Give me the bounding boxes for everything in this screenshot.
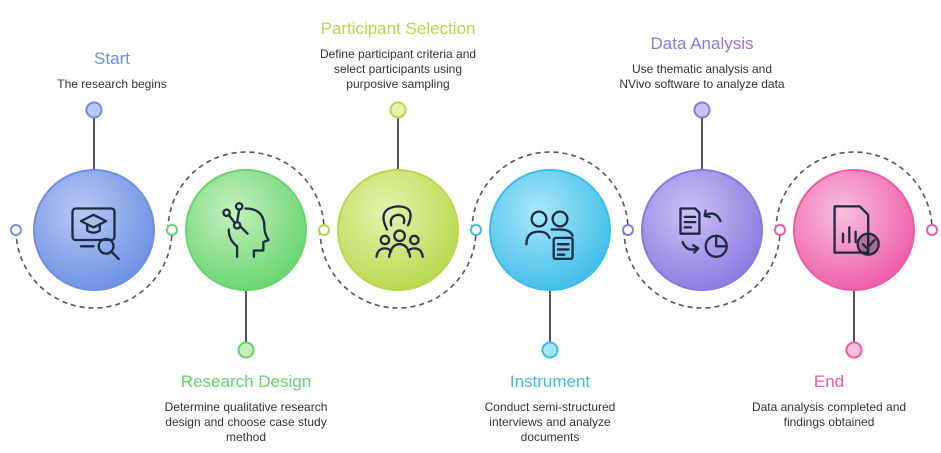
graduation-cap-search-icon (71, 207, 120, 261)
step-title-data-analysis: Data Analysis (650, 34, 754, 53)
description-line: Use thematic analysis and (631, 62, 773, 76)
connector-dot (774, 224, 786, 236)
step-circle-data-analysis (641, 169, 763, 291)
step-description-start: The research begins (2, 77, 222, 92)
description-line: Conduct semi-structured (484, 400, 616, 414)
step-title-end: End (813, 372, 845, 391)
connector-arc-end (775, 151, 933, 231)
document-pie-cycle-icon (679, 207, 728, 258)
connector-dot (470, 224, 482, 236)
step-circle-instrument (489, 169, 611, 291)
stem-dot-instrument (541, 341, 559, 359)
description-line: method (225, 430, 267, 444)
description-line: documents (520, 430, 580, 444)
description-line: purposive sampling (346, 77, 450, 91)
step-circle-end (793, 169, 915, 291)
step-circle-research-design (185, 169, 307, 291)
description-line: design and choose case study (165, 415, 327, 429)
description-line: The research begins (57, 77, 167, 91)
stem-dot-participant-selection (389, 101, 407, 119)
description-line: findings obtained (783, 415, 875, 429)
head-network-icon (222, 202, 270, 258)
stem-dot-end (845, 341, 863, 359)
stem-dot-research-design (237, 341, 255, 359)
connector-dot (166, 224, 178, 236)
connector-arc-data-analysis (623, 229, 781, 309)
connector-dot (926, 224, 938, 236)
step-title-participant-selection: Participant Selection (320, 19, 476, 38)
step-title-start: Start (94, 49, 130, 68)
connector-arc-start (15, 229, 173, 309)
connector-dot (622, 224, 634, 236)
description-line: select participants using (333, 62, 463, 76)
connector-arc-research-design (167, 151, 325, 231)
step-circle-start (33, 169, 155, 291)
description-line: NVivo software to analyze data (619, 77, 785, 91)
stem-dot-data-analysis (693, 101, 711, 119)
connector-arc-instrument (471, 151, 629, 231)
connector-dot (10, 224, 22, 236)
description-line: Data analysis completed and (751, 400, 907, 414)
step-title-research-design: Research Design (180, 372, 312, 391)
connector-arc-participant-selection (319, 229, 477, 309)
description-line: Determine qualitative research (164, 400, 328, 414)
step-title-instrument: Instrument (509, 372, 591, 391)
description-line: interviews and analyze (489, 415, 611, 429)
report-check-icon (833, 205, 880, 256)
description-line: Define participant criteria and (319, 47, 477, 61)
stem-dot-start (85, 101, 103, 119)
group-selection-icon (375, 205, 424, 258)
people-document-icon (525, 210, 574, 261)
connector-dot (318, 224, 330, 236)
